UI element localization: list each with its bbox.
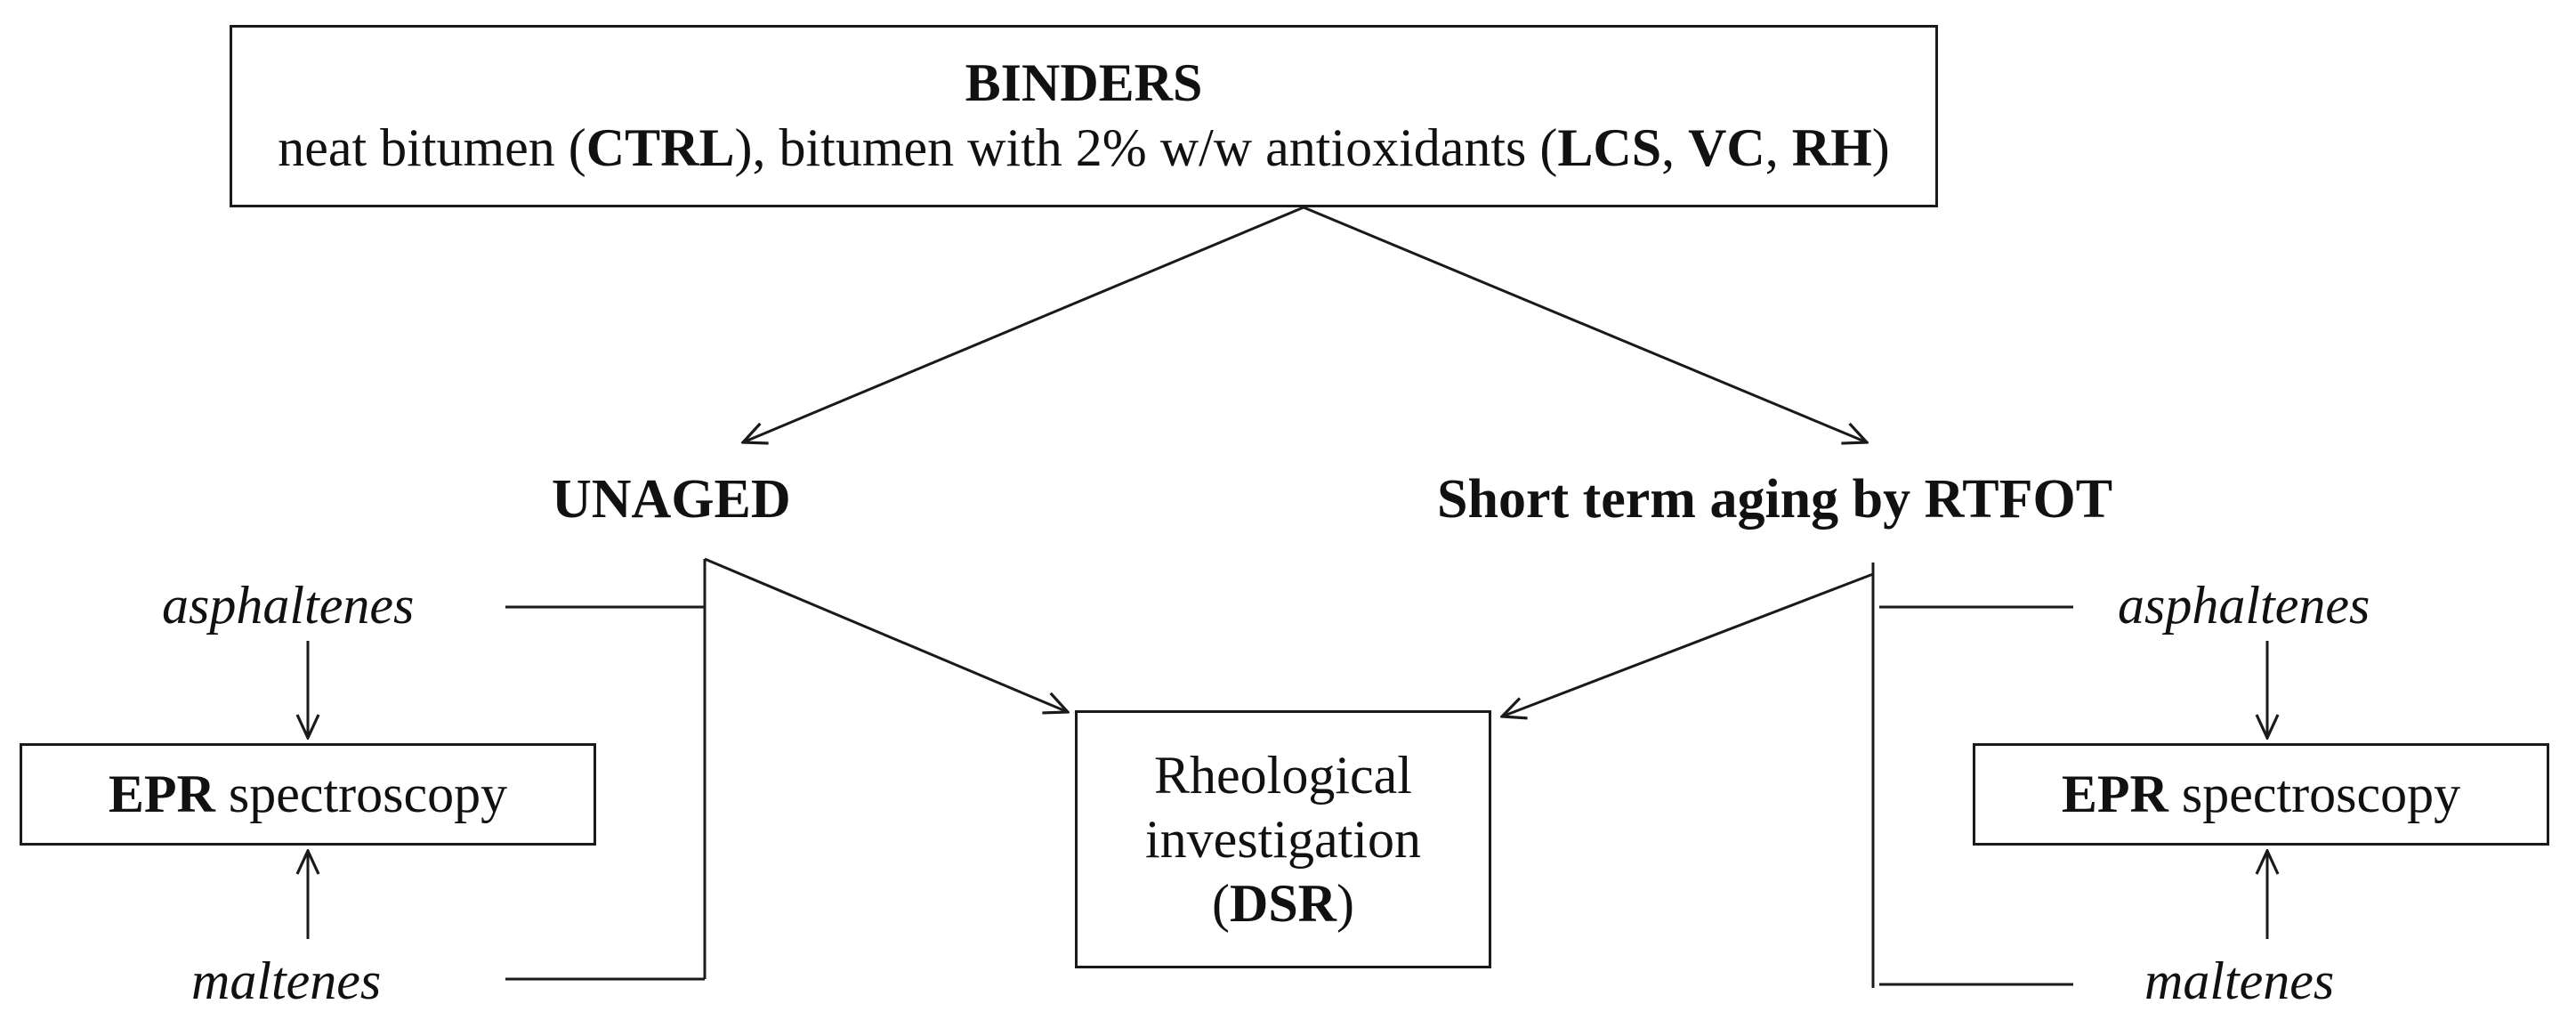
binders-text-3: ) [1871, 118, 1890, 177]
rheo-dsr: DSR [1229, 874, 1337, 933]
binders-rh: RH [1791, 118, 1872, 177]
rheo-close-paren: ) [1336, 874, 1354, 933]
epr-spectroscopy-box-right: EPR spectroscopy [1973, 743, 2549, 846]
arrow-aged-to-rheology [1502, 572, 1874, 716]
binders-description: neat bitumen (CTRL), bitumen with 2% w/w… [278, 115, 1890, 182]
rheological-investigation-box: Rheological investigation (DSR) [1075, 710, 1491, 968]
unaged-label: UNAGED [552, 469, 791, 530]
rheo-line-2: investigation [1145, 810, 1421, 869]
arrow-binders-to-unaged [743, 206, 1304, 442]
binders-lcs: LCS [1557, 118, 1662, 177]
arrow-binders-to-aged [1303, 206, 1867, 442]
binders-text-1: neat bitumen ( [278, 118, 586, 177]
maltenes-left-label: maltenes [191, 951, 382, 1010]
epr-left-bold: EPR [108, 765, 215, 823]
binders-text-2: ), bitumen with 2% w/w antioxidants ( [734, 118, 1558, 177]
maltenes-right-label: maltenes [2144, 951, 2335, 1010]
binders-sep-2: , [1764, 118, 1792, 177]
binders-ctrl: CTRL [585, 118, 735, 177]
epr-right-bold: EPR [2061, 765, 2168, 823]
epr-left-text: EPR spectroscopy [109, 764, 507, 825]
epr-spectroscopy-box-left: EPR spectroscopy [20, 743, 596, 846]
rtfot-aging-label: Short term aging by RTFOT [1437, 469, 2113, 530]
epr-right-rest: spectroscopy [2168, 765, 2461, 823]
asphaltenes-right-label: asphaltenes [2118, 576, 2370, 635]
binders-vc: VC [1688, 118, 1765, 177]
binders-box: BINDERS neat bitumen (CTRL), bitumen wit… [230, 25, 1938, 207]
epr-right-text: EPR spectroscopy [2062, 764, 2460, 825]
arrow-unaged-to-rheology [704, 557, 1068, 712]
rheo-open-paren: ( [1212, 874, 1230, 933]
asphaltenes-left-label: asphaltenes [162, 576, 415, 635]
epr-left-rest: spectroscopy [214, 765, 508, 823]
binders-title: BINDERS [965, 53, 1203, 112]
rheo-line-1: Rheological [1154, 746, 1412, 805]
rheo-line-3: (DSR) [1212, 871, 1354, 935]
binders-sep-1: , [1661, 118, 1689, 177]
